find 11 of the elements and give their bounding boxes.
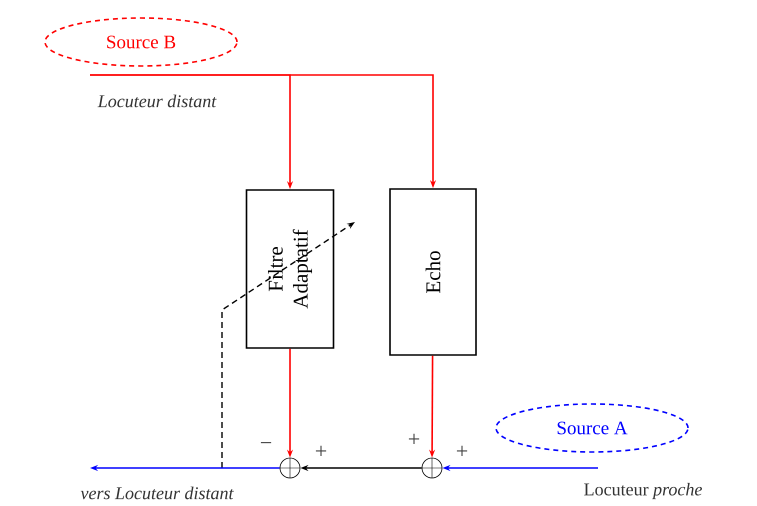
process-box: Echo [389, 188, 477, 356]
summing-junction [422, 458, 442, 478]
text-label: Locuteur proche [584, 482, 702, 500]
sign-label: + [316, 446, 326, 456]
sign-label: − [260, 442, 272, 444]
sign-label: + [408, 434, 420, 444]
text-label: Locuteur distant [98, 94, 217, 108]
summing-junction [280, 458, 300, 478]
text-label: vers Locuteur distant [80, 486, 234, 500]
process-box: Filtre Adaptatif [246, 189, 334, 349]
sign-label: + [456, 446, 468, 456]
